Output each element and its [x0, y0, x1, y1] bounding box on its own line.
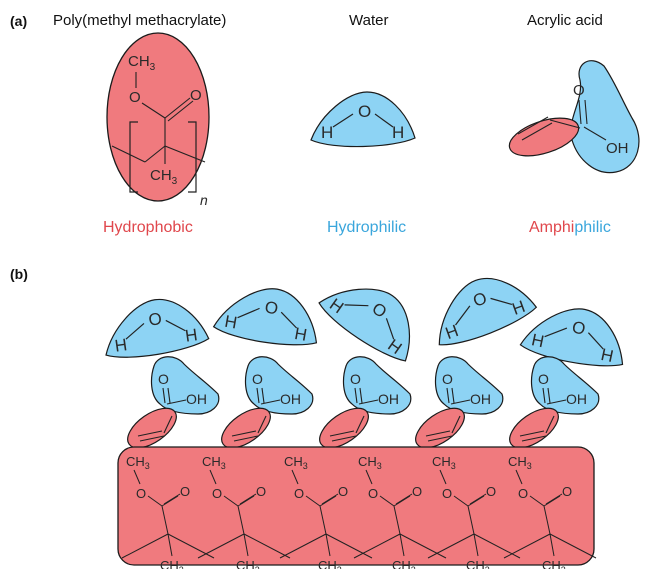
carbonyl-o-atom: O: [190, 87, 202, 104]
water-molecule: [98, 292, 211, 363]
acrylic-acid-molecule: O OH: [508, 60, 640, 174]
amphiphilic-label: Amphiphilic: [529, 219, 611, 237]
acrylic-acid-title: Acrylic acid: [527, 12, 603, 29]
carboxyl-group: [150, 356, 220, 415]
water-molecule: [314, 262, 433, 369]
ch3-group: CH3: [128, 53, 156, 73]
carboxyl-group: [244, 356, 314, 415]
water-molecule: [422, 263, 540, 352]
repeat-n-label: n: [200, 192, 208, 208]
pmma-substrate: [117, 446, 597, 569]
carboxyl-group: [342, 356, 412, 415]
carboxyl-group: [434, 356, 504, 415]
water-molecule: [211, 278, 326, 352]
panel-a-label: (a): [10, 13, 28, 29]
acrylic-acid-layer: [120, 356, 600, 457]
water-title: Water: [349, 12, 389, 29]
amphiphilic-label-part2: philic: [574, 219, 611, 236]
carbonyl-o-atom: O: [573, 82, 585, 99]
hydrophilic-label: Hydrophilic: [327, 219, 407, 236]
hydrophobic-label: Hydrophobic: [103, 219, 193, 236]
hydroxyl-oh: OH: [606, 140, 629, 157]
pmma-title: Poly(methyl methacrylate): [53, 12, 227, 29]
pmma-molecule: CH3 O O CH3 n: [106, 32, 210, 208]
water-molecule: [310, 91, 416, 148]
ester-o-atom: O: [129, 89, 141, 106]
amphiphilic-label-part1: Amphi: [529, 219, 575, 236]
panel-b-label: (b): [10, 266, 28, 282]
ch3-group: CH3: [150, 167, 178, 187]
